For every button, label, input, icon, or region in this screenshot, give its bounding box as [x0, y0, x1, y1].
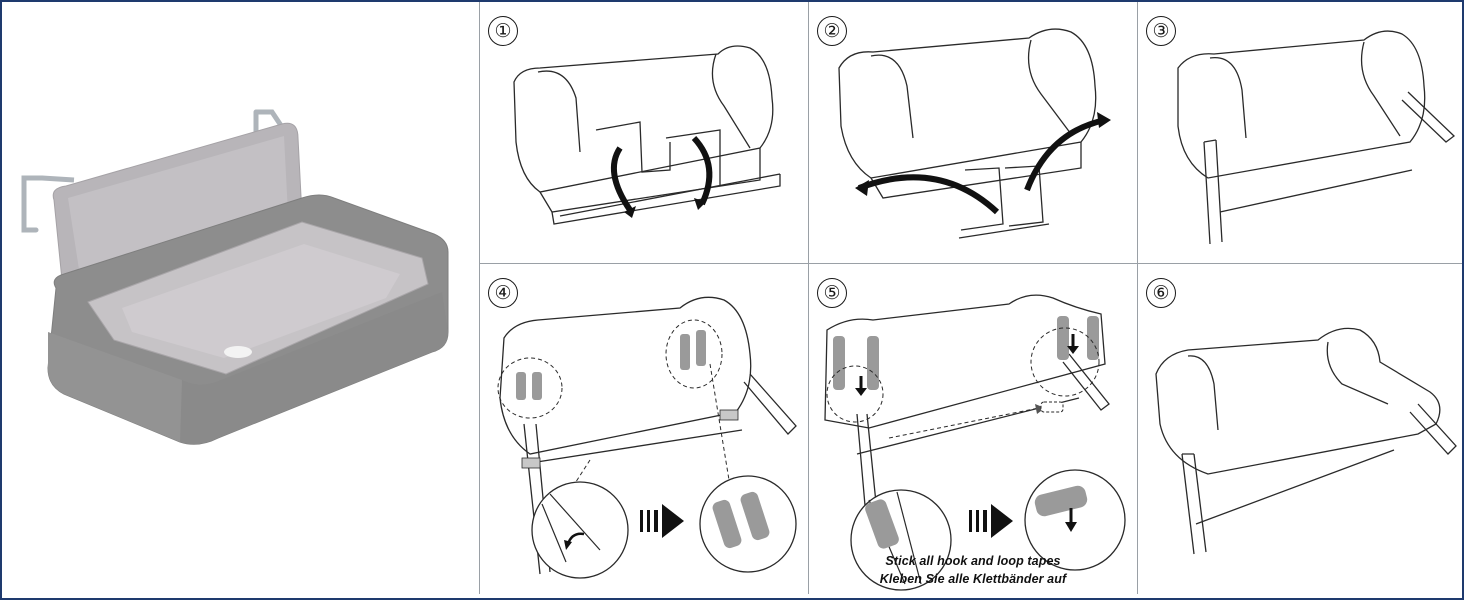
step-panel-2: ②	[809, 2, 1137, 263]
step-number: ④	[488, 278, 518, 308]
step-panel-3: ③	[1138, 2, 1460, 263]
step-panel-1: ①	[480, 2, 808, 263]
unfold-hanger-illustration	[513, 45, 781, 225]
close-up-circle	[531, 481, 629, 579]
step-number: ②	[817, 16, 847, 46]
brand-label	[224, 346, 252, 358]
stick-tapes-illustration	[824, 294, 1126, 591]
caption-german: Kleben Sie alle Klettbänder auf	[879, 572, 1067, 586]
left-hook	[21, 175, 45, 233]
hook-loop-tapes-illustration	[497, 296, 797, 579]
arrow-right-icon	[640, 504, 684, 538]
step-number: ③	[1146, 16, 1176, 46]
close-up-circle	[699, 475, 797, 573]
flip-bed-illustration	[838, 28, 1111, 239]
grid-divider	[808, 2, 809, 594]
grid-divider	[479, 263, 1462, 264]
step-panel-4: ④	[480, 264, 808, 594]
caption-english: Stick all hook and loop tapes	[885, 554, 1061, 568]
product-photo	[2, 2, 478, 594]
radiator-bed-illustration	[21, 109, 449, 445]
step-panel-5: ⑤ Stick all hook and loop tapes Kleben S…	[809, 264, 1137, 594]
step-panel-6: ⑥	[1138, 264, 1460, 594]
arrow-right-icon	[969, 504, 1013, 538]
bed-on-frame-illustration	[1177, 30, 1456, 245]
grid-divider	[479, 2, 480, 594]
step-number: ①	[488, 16, 518, 46]
step-number: ⑥	[1146, 278, 1176, 308]
grid-divider	[1137, 2, 1138, 594]
finished-bed-illustration	[1155, 327, 1457, 555]
step-number: ⑤	[817, 278, 847, 308]
